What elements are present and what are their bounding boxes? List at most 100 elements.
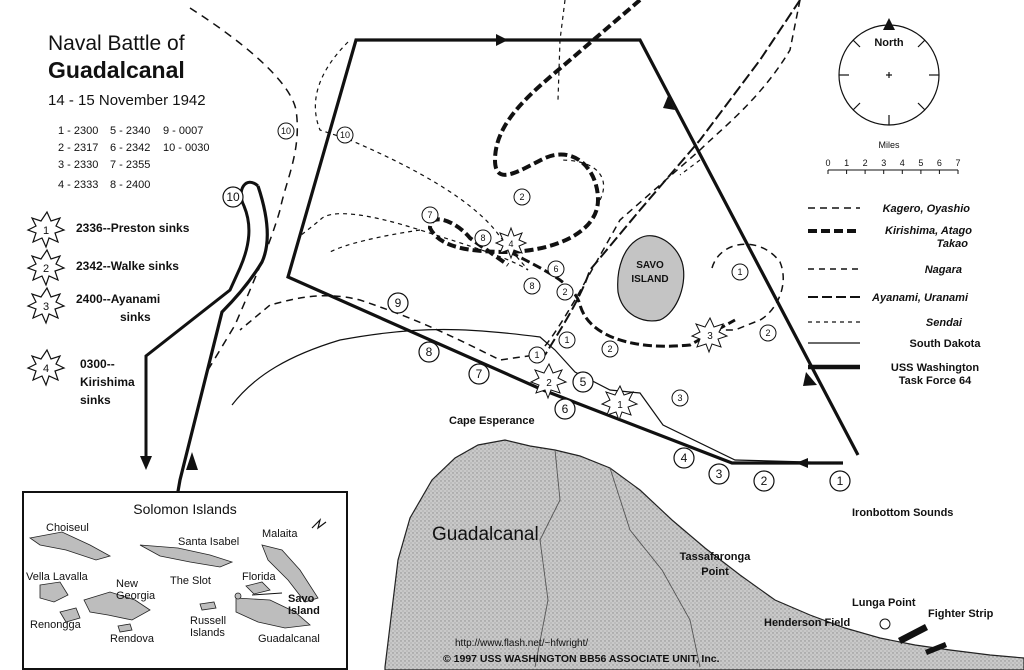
time-key-entry: 4 - 2333 xyxy=(58,179,98,191)
compass-rose-icon: North xyxy=(838,18,940,126)
time-marker: 7 xyxy=(427,210,432,220)
inset-map: Solomon Islands Choiseul Santa Isabel Ma… xyxy=(22,491,348,670)
washington-track xyxy=(166,38,860,549)
compass-north-label: North xyxy=(874,37,904,49)
time-key-entry: 2 - 2317 xyxy=(58,142,98,154)
sink-text: 2342--Walke sinks xyxy=(76,259,179,273)
time-marker: 7 xyxy=(476,367,483,381)
legend-label: Ayanami, Uranami xyxy=(871,292,969,304)
legend-label: USS Washington xyxy=(891,362,979,374)
tassafaronga-label: Point xyxy=(701,566,729,578)
washington-time-markers: 1 2 3 4 5 6 7 8 9 10 xyxy=(222,186,851,492)
time-marker: 1 xyxy=(737,267,742,277)
track-legend xyxy=(808,207,860,370)
time-key-entry: 5 - 2340 xyxy=(110,125,150,137)
savo-label: SAVO xyxy=(636,260,664,271)
malaita-island xyxy=(261,544,319,603)
santa-isabel-island xyxy=(139,544,234,568)
rendova-island xyxy=(117,623,133,633)
sink-text: 0300-- xyxy=(80,357,115,371)
sink-num: 4 xyxy=(43,363,49,375)
cape-esperance-label: Cape Esperance xyxy=(449,415,535,427)
inset-label: Georgia xyxy=(116,590,156,602)
ironbottom-label: Ironbottom Sounds xyxy=(852,507,953,519)
sink-text: 2400--Ayanami xyxy=(76,292,160,306)
sink-num: 3 xyxy=(707,331,713,342)
time-marker: 2 xyxy=(562,287,567,297)
guadalcanal-island xyxy=(235,597,311,629)
time-marker: 10 xyxy=(281,126,291,136)
nagara-track xyxy=(239,0,801,361)
sink-num: 1 xyxy=(617,400,623,411)
scale-tick: 0 xyxy=(825,158,830,168)
time-marker: 5 xyxy=(580,375,587,389)
time-marker: 8 xyxy=(426,345,433,359)
russell-islands xyxy=(199,601,217,611)
legend-label: Sendai xyxy=(926,317,963,329)
time-marker: 8 xyxy=(529,281,534,291)
sink-num: 3 xyxy=(43,301,49,313)
kagero-track xyxy=(189,7,299,371)
time-key-entry: 6 - 2342 xyxy=(110,142,150,154)
inset-label: Rendova xyxy=(110,633,155,645)
lunga-point-marker xyxy=(879,618,891,630)
legend-label: Nagara xyxy=(925,264,962,276)
legend-label: Takao xyxy=(937,238,969,250)
sink-text: sinks xyxy=(120,310,151,324)
inset-label: Island xyxy=(288,605,320,617)
new-georgia-island xyxy=(83,591,151,621)
sink-burst-icon: 2 xyxy=(529,362,568,400)
inset-label: New xyxy=(116,578,138,590)
vella-lavella-island xyxy=(39,581,69,603)
time-marker: 10 xyxy=(340,130,350,140)
north-arrow-icon xyxy=(311,518,327,530)
legend-label: Task Force 64 xyxy=(899,375,972,387)
inset-label: Vella Lavalla xyxy=(26,571,89,583)
sink-burst-icon: 1 xyxy=(600,384,639,422)
credit-url: http://www.flash.net/~hfwright/ xyxy=(455,638,588,649)
time-marker: 3 xyxy=(716,467,723,481)
time-key-entry: 9 - 0007 xyxy=(163,125,203,137)
sink-num: 2 xyxy=(546,378,552,389)
inset-label: Islands xyxy=(190,627,225,639)
sinking-key: 1 2336--Preston sinks 2 2342--Walke sink… xyxy=(26,210,190,407)
sink-text: 2336--Preston sinks xyxy=(76,221,190,235)
inset-label: The Slot xyxy=(170,575,211,587)
title-line1: Naval Battle of xyxy=(48,32,185,55)
scale-tick: 3 xyxy=(881,158,886,168)
legend-label: Kagero, Oyashio xyxy=(883,203,971,215)
time-key-entry: 3 - 2330 xyxy=(58,159,98,171)
inset-label: Guadalcanal xyxy=(258,633,320,645)
scale-tick: 7 xyxy=(955,158,960,168)
scale-tick: 1 xyxy=(844,158,849,168)
inset-label: Florida xyxy=(242,571,277,583)
lunga-point-label: Lunga Point xyxy=(852,597,916,609)
time-marker: 6 xyxy=(553,264,558,274)
inset-label: Malaita xyxy=(262,528,298,540)
sink-num: 4 xyxy=(508,239,513,249)
sink-burst-icon: 3 xyxy=(26,286,66,325)
scale-tick: 2 xyxy=(863,158,868,168)
other-time-markers: 1 2 3 2 1 1 2 6 2 8 8 7 10 10 xyxy=(277,122,777,407)
kirishima-track xyxy=(427,0,642,267)
sink-num: 1 xyxy=(43,225,49,237)
inset-label: Russell xyxy=(190,615,226,627)
time-marker: 9 xyxy=(395,296,402,310)
renongga-island xyxy=(59,607,81,623)
sink-burst-icon: 3 xyxy=(690,316,729,354)
fighter-strip-label: Fighter Strip xyxy=(928,608,994,620)
inset-label: Santa Isabel xyxy=(178,536,239,548)
time-marker: 2 xyxy=(765,328,770,338)
inset-label: Renongga xyxy=(30,619,82,631)
time-marker: 8 xyxy=(480,233,485,243)
legend-label: South Dakota xyxy=(910,338,982,350)
inset-title: Solomon Islands xyxy=(133,501,237,517)
guadalcanal-landmass xyxy=(384,439,1024,670)
guadalcanal-label: Guadalcanal xyxy=(432,524,539,545)
distance-scale: Miles 0 1 2 3 4 5 6 7 xyxy=(825,140,961,174)
henderson-field-label: Henderson Field xyxy=(764,617,850,629)
title-line2: Guadalcanal xyxy=(48,57,185,83)
time-key: 1 - 2300 5 - 2340 9 - 0007 2 - 2317 6 - … xyxy=(58,125,209,191)
time-marker: 1 xyxy=(534,350,539,360)
legend-label: Kirishima, Atago xyxy=(885,225,972,237)
